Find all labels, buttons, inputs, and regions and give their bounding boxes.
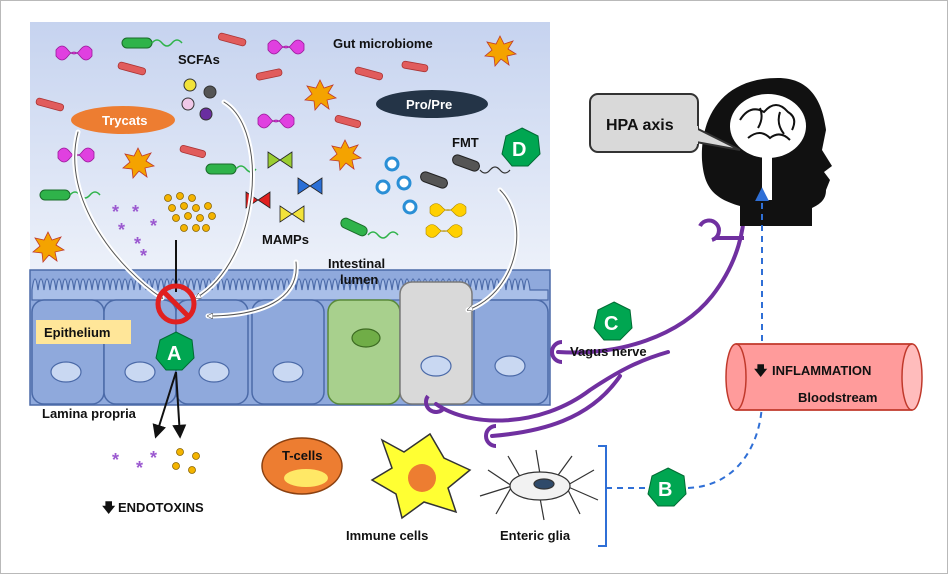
lamina-propria-label: Lamina propria	[42, 406, 137, 421]
vagus-nerve	[434, 208, 746, 438]
endotoxins-down-arrow: 🡇	[102, 500, 116, 515]
epithelium-label: Epithelium	[44, 325, 110, 340]
leak-arrow-left	[152, 371, 177, 439]
mamps-label: MAMPs	[262, 232, 309, 247]
endotoxins-label: ENDOTOXINS	[118, 500, 204, 515]
endotoxin-asterisks-lumen: ** ** **	[112, 202, 157, 266]
hpa-axis-label: HPA axis	[606, 117, 674, 134]
immune-cell-nucleus	[408, 464, 436, 492]
fmt-cluster	[375, 154, 511, 238]
bloodstream-label: Bloodstream	[798, 390, 877, 405]
immune-cells-label: Immune cells	[346, 528, 428, 543]
lumen-label: lumen	[340, 272, 378, 287]
badge-a-shape	[155, 331, 195, 371]
pro-pre-label: Pro/Pre	[406, 97, 452, 112]
badge-d-shape	[501, 127, 541, 167]
intestinal-lumen-area	[30, 22, 550, 282]
epithelium-label-box	[36, 320, 131, 344]
gut-microbiome-label: Gut microbiome	[333, 36, 433, 51]
badge-c-label: C	[604, 313, 618, 335]
bloodstream-signal-dashed	[687, 187, 769, 489]
svg-text:*: *	[150, 216, 157, 236]
scfa-molecules	[181, 78, 217, 121]
trycats-label: Trycats	[102, 113, 148, 128]
svg-text:*: *	[150, 448, 157, 468]
scfas-label: SCFAs	[178, 52, 220, 67]
hpa-axis-box	[589, 93, 741, 153]
trycats-pill	[71, 106, 175, 134]
head-silhouette	[701, 78, 832, 226]
svg-text:*: *	[112, 202, 119, 222]
no-entry-icon	[155, 283, 197, 325]
immune-glia-bracket	[598, 445, 607, 547]
bloodstream-cylinder	[725, 343, 923, 411]
svg-text:*: *	[118, 220, 125, 240]
svg-text:*: *	[112, 450, 119, 470]
bacteria-rods	[35, 32, 429, 158]
pro-pre-pill	[376, 90, 488, 118]
enteric-glia	[479, 449, 599, 521]
starbursts	[32, 35, 518, 263]
lps-dots-propria	[172, 448, 200, 474]
endotoxin-asterisks-propria: * * *	[112, 448, 157, 478]
badge-a-label: A	[167, 343, 181, 365]
svg-text:*: *	[134, 234, 141, 254]
fmt-label: FMT	[452, 135, 479, 150]
svg-text:*: *	[140, 246, 147, 266]
bacteria-green	[39, 37, 399, 239]
badge-c-shape	[593, 301, 633, 341]
badge-b-shape	[647, 467, 687, 507]
leak-arrow-right	[172, 371, 187, 439]
pathway-arrows	[72, 99, 520, 316]
t-cells-label: T-cells	[282, 448, 322, 463]
badge-d-label: D	[512, 139, 526, 161]
inflammation-label: INFLAMMATION	[772, 363, 871, 378]
vagus-nerve-label: Vagus nerve	[570, 344, 647, 359]
t-cell-nucleus	[284, 469, 328, 487]
intestinal-label: Intestinal	[328, 256, 385, 271]
badge-b-label: B	[658, 479, 672, 501]
inflammation-down-arrow: 🡇	[754, 363, 768, 378]
lps-dots-lumen	[164, 192, 216, 232]
enteric-glia-label: Enteric glia	[500, 528, 571, 543]
svg-text:*: *	[132, 202, 139, 222]
svg-text:*: *	[136, 458, 143, 478]
